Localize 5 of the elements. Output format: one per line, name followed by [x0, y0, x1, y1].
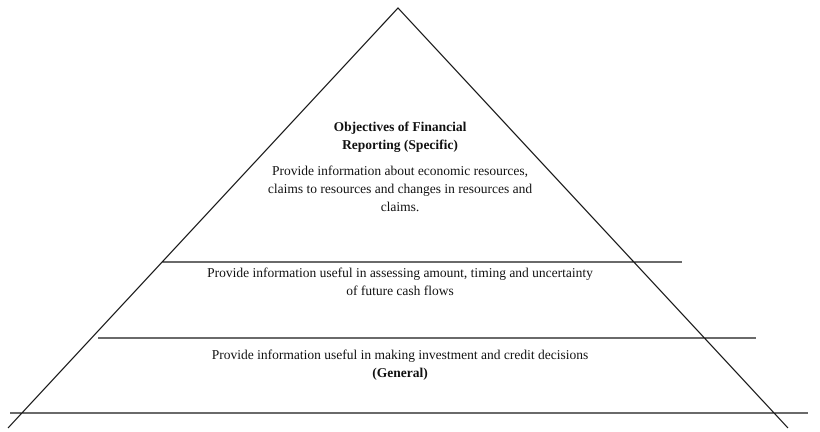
tier-text: Provide information useful in making investment and credit decisions [210, 346, 590, 364]
tier-heading: Objectives of Financial Reporting (Specific) [332, 118, 468, 154]
tier-label: (General) [371, 364, 429, 382]
tier-text: Provide information useful in assessing amount, timing and uncertainty of future cash flows [206, 264, 594, 300]
tier-text: Provide information about economic resources, claims to resources and changes in resources and claims. [266, 162, 534, 216]
